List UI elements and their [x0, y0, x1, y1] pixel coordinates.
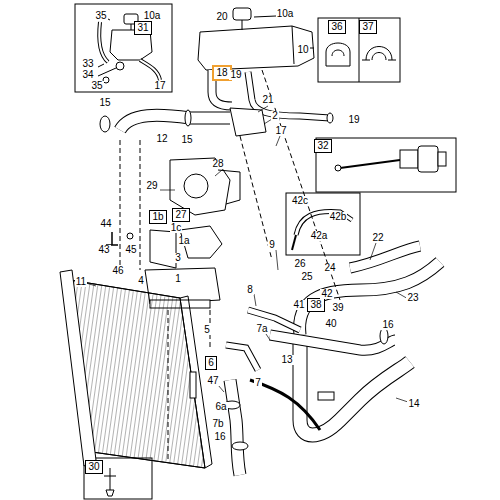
radiator [60, 270, 212, 468]
callout-number: 1a [177, 236, 190, 246]
callout-number: 28 [211, 159, 224, 169]
callout-number: 10a [143, 11, 162, 21]
callout-number: 11 [75, 277, 87, 287]
callout-number: 29 [145, 181, 158, 191]
callout-box: 30 [85, 460, 102, 474]
callout-number: 17 [153, 81, 166, 91]
callout-number: 5 [203, 325, 211, 335]
callout-number: 36 [331, 21, 342, 32]
callout-number: 15 [98, 98, 111, 108]
hose-clip [326, 43, 350, 66]
callout-number: 16 [213, 432, 226, 442]
inset-panel [84, 458, 152, 499]
callout-number: 35 [94, 11, 107, 21]
callout-number: 4 [137, 276, 145, 286]
callout-number: 1 [174, 274, 182, 284]
callout-number: 31 [137, 22, 148, 33]
callout-number: 46 [111, 266, 124, 276]
expansion-tank [198, 8, 314, 70]
callout-number: 8 [246, 285, 254, 295]
callout-number: 19 [229, 70, 242, 80]
coolant-hoses [120, 70, 440, 475]
callout-box: 6 [205, 356, 217, 370]
callout-number: 10a [276, 9, 295, 19]
callout-number: 13 [280, 355, 293, 365]
assembly-lines [120, 70, 340, 460]
callout-number: 14 [407, 399, 420, 409]
callout-number: 15 [180, 135, 193, 145]
callout-number: 20 [215, 12, 228, 22]
callout-number: 25 [300, 272, 313, 282]
callout-number: 40 [324, 319, 337, 329]
callout-number: 33 [81, 59, 94, 69]
callout-number: 7b [211, 419, 224, 429]
callout-number: 19 [347, 115, 360, 125]
callout-number: 24 [323, 263, 336, 273]
callout-number: 42 [320, 289, 333, 299]
callout-number: 16 [381, 320, 394, 330]
callout-number: 7a [255, 324, 268, 334]
callout-number: 9 [268, 240, 276, 250]
callout-number: 37 [362, 21, 373, 32]
water-pump [145, 158, 240, 308]
hose-clip [362, 47, 396, 61]
callout-number: 17 [274, 126, 287, 136]
callout-number: 47 [206, 376, 219, 386]
callout-number: 2 [271, 111, 279, 121]
callout-box: 27 [172, 208, 189, 222]
callout-number: 42a [310, 231, 329, 241]
callout-number: 42b [329, 212, 348, 222]
callout-number: 38 [310, 299, 321, 310]
callout-number: 21 [261, 95, 274, 105]
callout-number: 44 [99, 219, 112, 229]
callout-number: 6a [214, 402, 227, 412]
callout-box: 32 [314, 139, 331, 153]
callout-number: 12 [155, 134, 168, 144]
thermostat-housing [230, 108, 266, 136]
inset-panel [318, 18, 400, 82]
callout-number: 27 [175, 209, 186, 220]
callout-number: 23 [406, 293, 419, 303]
callout-number: 45 [124, 245, 137, 255]
callout-number: 3 [174, 253, 182, 263]
leader-lines [86, 106, 410, 402]
inset-panel [286, 193, 360, 255]
callout-number: 35 [90, 81, 103, 91]
callout-box: 38 [307, 298, 324, 312]
callout-number: 18 [216, 67, 227, 78]
callout-box: 1b [149, 210, 166, 224]
level-sensor [335, 146, 446, 172]
callout-number: 22 [371, 233, 384, 243]
callout-number: 1b [152, 211, 163, 222]
callout-number: 42c [291, 196, 309, 206]
callout-number: 7 [254, 378, 262, 388]
callout-number: 34 [81, 70, 94, 80]
callout-number: 26 [293, 259, 306, 269]
callout-number: 32 [317, 140, 328, 151]
callout-box: 37 [359, 20, 376, 34]
callout-number: 10 [296, 45, 309, 55]
callout-number: 1c [170, 223, 183, 233]
small-expansion-tank [98, 14, 160, 83]
callout-number: 6 [208, 357, 214, 368]
inset-panel [75, 4, 172, 92]
callout-number: 39 [331, 303, 344, 313]
callout-box: 31 [134, 21, 151, 35]
callout-number: 41 [292, 300, 305, 310]
callout-number: 30 [88, 461, 99, 472]
callout-box: 36 [328, 20, 345, 34]
callout-number: 43 [97, 245, 110, 255]
inset-panel [316, 138, 456, 192]
